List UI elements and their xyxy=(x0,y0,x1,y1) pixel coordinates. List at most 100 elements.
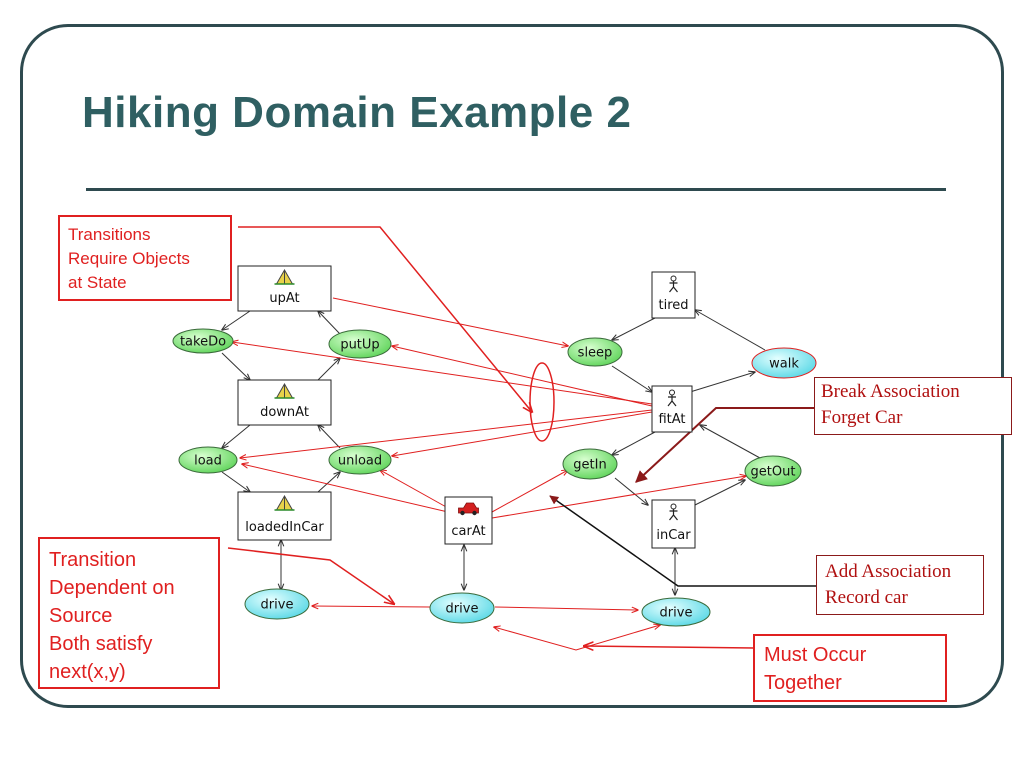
callout-line: Transitions xyxy=(68,225,151,244)
arc xyxy=(700,425,761,459)
transition-node-drive3: drive xyxy=(641,597,711,627)
callout-line: Together xyxy=(764,672,842,694)
callout-line: next(x,y) xyxy=(49,661,126,683)
callout-line: Source xyxy=(49,605,113,627)
person-icon xyxy=(667,389,677,407)
arc xyxy=(491,476,746,519)
arc xyxy=(318,425,341,449)
arc xyxy=(312,606,431,607)
arc xyxy=(318,311,341,335)
arc xyxy=(221,352,250,380)
callout-transitions-require: Transitions Require Objects at State xyxy=(58,215,232,301)
callout-line: Require Objects xyxy=(68,249,190,268)
callout-line: Transition xyxy=(49,549,137,571)
arc xyxy=(317,358,340,381)
car-icon xyxy=(458,502,479,516)
arc xyxy=(380,470,449,509)
arc xyxy=(240,409,653,458)
callout-line: Must Occur xyxy=(764,644,867,666)
callout-line: Forget Car xyxy=(821,407,903,428)
state-node-label: loadedInCar xyxy=(245,520,324,535)
transition-node-getOut: getOut xyxy=(744,455,802,487)
black-arcs xyxy=(221,310,766,595)
transition-node-label: takeDo xyxy=(180,335,226,350)
highlight-ellipse xyxy=(529,362,555,442)
arc xyxy=(611,365,652,392)
person-icon xyxy=(669,503,678,521)
callout-line: Break Association xyxy=(821,381,960,402)
slide-title: Hiking Domain Example 2 xyxy=(82,88,632,137)
arc xyxy=(332,297,568,346)
state-node-inCar: inCar xyxy=(651,499,696,549)
arc xyxy=(695,310,766,351)
callout-line: Both satisfy xyxy=(49,633,153,655)
callout-leader xyxy=(635,407,818,483)
state-node-fitAt: fitAt xyxy=(651,385,693,433)
state-node-tired: tired xyxy=(651,271,696,319)
must-occur-link xyxy=(494,625,660,651)
state-node-carAt: carAt xyxy=(444,496,493,545)
state-node-label: fitAt xyxy=(658,412,685,427)
callout-line: Dependent on xyxy=(49,577,175,599)
state-node-label: tired xyxy=(658,298,688,313)
callout-leader xyxy=(238,226,532,412)
transition-node-label: getIn xyxy=(573,458,606,473)
tent-icon xyxy=(274,382,295,399)
transition-node-label: sleep xyxy=(578,346,613,361)
callout-line: at State xyxy=(68,273,127,292)
arc xyxy=(222,424,251,448)
arc xyxy=(392,411,653,456)
callout-line: Add Association xyxy=(825,561,952,582)
state-node-downAt: downAt xyxy=(237,379,332,426)
arc xyxy=(222,310,251,330)
callout-add-association: Add Association Record car xyxy=(816,555,984,615)
transition-node-getIn: getIn xyxy=(562,448,618,480)
arc xyxy=(392,346,653,407)
arc xyxy=(614,477,648,505)
title-divider xyxy=(86,188,946,191)
tent-icon xyxy=(274,494,295,511)
state-node-upAt: upAt xyxy=(237,265,332,312)
transition-node-walk: walk xyxy=(751,347,817,379)
transition-node-sleep: sleep xyxy=(567,337,623,367)
tent-icon xyxy=(274,268,295,285)
arc xyxy=(689,372,755,393)
callout-leader xyxy=(584,646,755,648)
transition-node-unload: unload xyxy=(328,445,392,475)
person-icon xyxy=(669,275,678,293)
arc xyxy=(612,431,656,455)
arc xyxy=(494,606,638,610)
arc xyxy=(491,470,568,513)
transition-node-takeDown: takeDo xyxy=(172,328,234,354)
state-node-label: inCar xyxy=(656,528,691,543)
transition-node-label: unload xyxy=(338,454,382,469)
slide-frame xyxy=(20,24,1004,708)
transition-node-label: drive xyxy=(446,602,479,617)
transition-node-label: load xyxy=(194,454,222,469)
arc xyxy=(232,342,653,405)
callout-line: Record car xyxy=(825,587,908,608)
transition-node-label: walk xyxy=(769,357,799,372)
arc xyxy=(612,317,656,340)
state-node-loadedInCar: loadedInCar xyxy=(237,491,332,541)
transition-node-label: drive xyxy=(660,606,693,621)
callout-must-occur: Must Occur Together xyxy=(753,634,947,702)
callout-leader xyxy=(549,495,816,587)
state-node-label: upAt xyxy=(269,291,299,306)
arc xyxy=(317,472,340,493)
callout-break-association: Break Association Forget Car xyxy=(814,377,1012,435)
transition-node-drive2: drive xyxy=(429,592,495,624)
state-node-label: carAt xyxy=(451,524,485,539)
callout-leader xyxy=(227,547,394,604)
arc xyxy=(694,480,745,506)
arc xyxy=(242,464,449,513)
state-node-label: downAt xyxy=(260,405,309,420)
red-arcs xyxy=(232,297,746,651)
transition-node-drive1: drive xyxy=(244,588,310,620)
callout-transition-dependent: Transition Dependent on Source Both sati… xyxy=(38,537,220,689)
transition-node-label: drive xyxy=(261,598,294,613)
arc xyxy=(221,471,250,492)
transition-node-putUp: putUp xyxy=(328,329,392,359)
transition-node-label: putUp xyxy=(340,338,379,353)
